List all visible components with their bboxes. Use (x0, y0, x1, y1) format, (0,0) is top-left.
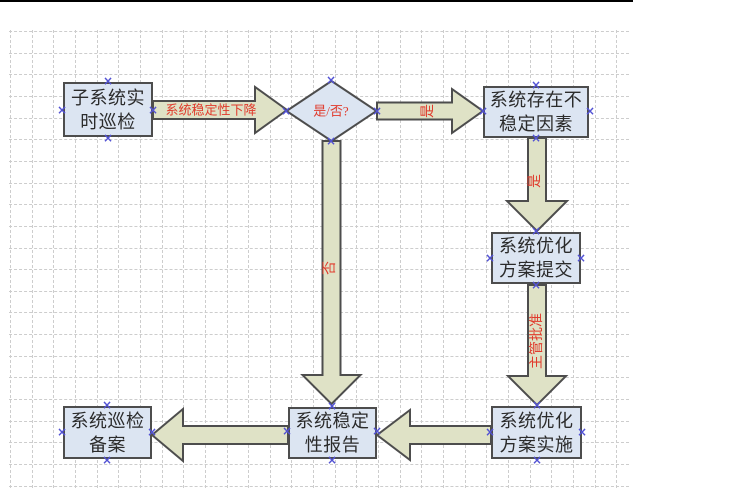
node-plan-submit-label: 系统优化 方案提交 (499, 236, 573, 280)
grid-line (74, 30, 76, 488)
grid-line (9, 334, 629, 336)
connection-handle-icon[interactable]: × (575, 251, 587, 265)
grid-line (594, 30, 596, 488)
node-stability-report-label: 系统稳定 性报告 (295, 411, 370, 455)
arrow-decision-to-report[interactable] (300, 140, 363, 406)
grid-line (9, 247, 629, 249)
connection-handle-icon[interactable]: × (484, 425, 496, 439)
connection-handle-icon[interactable]: × (102, 131, 114, 145)
edge-label-no: 否 (323, 261, 338, 275)
grid-line (9, 485, 629, 487)
connection-handle-icon[interactable]: × (531, 398, 543, 412)
grid-line (9, 225, 629, 227)
arrow-implement-to-report[interactable] (375, 407, 492, 463)
node-plan-implement[interactable]: 系统优化 方案实施 (491, 406, 582, 459)
connection-handle-icon[interactable]: × (102, 74, 114, 88)
grid-line (399, 30, 401, 488)
grid-line (269, 30, 271, 488)
grid-line (204, 30, 206, 488)
grid-line (9, 312, 629, 314)
grid-line (10, 30, 11, 488)
arrow-decision-to-unstable[interactable] (376, 87, 485, 135)
edge-label-yes-1: 是 (421, 104, 436, 118)
connection-handle-icon[interactable]: × (280, 104, 292, 118)
grid-line (313, 30, 315, 488)
top-border-line (0, 0, 633, 2)
grid-line (53, 30, 55, 488)
arrow-report-to-record[interactable] (150, 406, 289, 464)
grid-line (378, 30, 379, 488)
grid-line (616, 30, 618, 488)
connection-handle-icon[interactable]: × (56, 425, 68, 439)
edge-label-stability-drop: 系统稳定性下降 (165, 102, 257, 118)
grid-line (9, 355, 629, 357)
connection-handle-icon[interactable]: × (101, 398, 113, 412)
arrow-submit-to-implement[interactable] (505, 284, 569, 407)
node-plan-implement-label: 系统优化 方案实施 (499, 410, 574, 455)
grid-line (9, 52, 629, 54)
connection-handle-icon[interactable]: × (530, 278, 542, 292)
grid-line (9, 31, 629, 32)
connection-handle-icon[interactable]: × (584, 104, 596, 118)
node-realtime-inspection[interactable]: 子系统实 时巡检 (63, 82, 153, 137)
connection-handle-icon[interactable]: × (371, 104, 383, 118)
grid-line (139, 30, 141, 488)
arrow-inspection-to-decision[interactable] (152, 85, 289, 135)
grid-line (9, 160, 629, 162)
grid-line (443, 30, 444, 488)
grid-line (183, 30, 185, 488)
connection-handle-icon[interactable]: × (326, 453, 338, 467)
grid-line (421, 30, 423, 488)
grid-line (486, 30, 488, 488)
connection-handle-icon[interactable]: × (281, 424, 293, 438)
node-realtime-inspection-label: 子系统实 时巡检 (71, 87, 145, 132)
connection-handle-icon[interactable]: × (371, 424, 383, 438)
grid-line (9, 464, 629, 465)
grid-line (9, 139, 629, 141)
grid-line (9, 204, 629, 206)
connection-handle-icon[interactable]: × (530, 78, 542, 92)
grid-line (9, 290, 629, 292)
node-unstable-factors[interactable]: 系统存在不 稳定因素 (483, 86, 589, 138)
node-decision-shape[interactable] (284, 79, 379, 143)
connection-handle-icon[interactable]: × (531, 453, 543, 467)
grid-line (9, 269, 629, 271)
grid-line (464, 30, 466, 488)
node-stability-report[interactable]: 系统稳定 性报告 (288, 407, 377, 459)
connection-handle-icon[interactable]: × (477, 104, 489, 118)
grid-line (9, 74, 629, 76)
grid-line (118, 30, 120, 488)
grid-line (9, 399, 629, 400)
connection-handle-icon[interactable]: × (146, 425, 158, 439)
grid-line (96, 30, 98, 488)
grid-line (9, 182, 629, 184)
connection-handle-icon[interactable]: × (326, 399, 338, 413)
arrow-unstable-to-submit[interactable] (504, 137, 570, 233)
grid-line (291, 30, 293, 488)
grid-line (226, 30, 228, 488)
grid-line (248, 30, 250, 488)
edge-label-supervisor-approval: 主管批准 (530, 313, 545, 369)
connection-handle-icon[interactable]: × (101, 453, 113, 467)
connection-handle-icon[interactable]: × (576, 425, 588, 439)
node-plan-submit[interactable]: 系统优化 方案提交 (491, 232, 581, 284)
node-unstable-factors-label: 系统存在不 稳定因素 (489, 90, 583, 134)
connection-handle-icon[interactable]: × (325, 73, 337, 87)
grid-line (356, 30, 358, 488)
connection-handle-icon[interactable]: × (56, 103, 68, 117)
grid-line (31, 30, 33, 488)
connection-handle-icon[interactable]: × (325, 134, 337, 148)
connection-handle-icon[interactable]: × (530, 131, 542, 145)
node-decision-label: 是/否? (313, 103, 349, 119)
connection-handle-icon[interactable]: × (484, 251, 496, 265)
grid-line (161, 30, 163, 488)
connection-handle-icon[interactable]: × (147, 103, 159, 117)
connection-handle-icon[interactable]: × (530, 224, 542, 238)
edge-label-yes-2: 是 (528, 174, 543, 188)
node-inspection-record[interactable]: 系统巡检 备案 (63, 406, 152, 459)
node-inspection-record-label: 系统巡检 备案 (70, 410, 145, 455)
